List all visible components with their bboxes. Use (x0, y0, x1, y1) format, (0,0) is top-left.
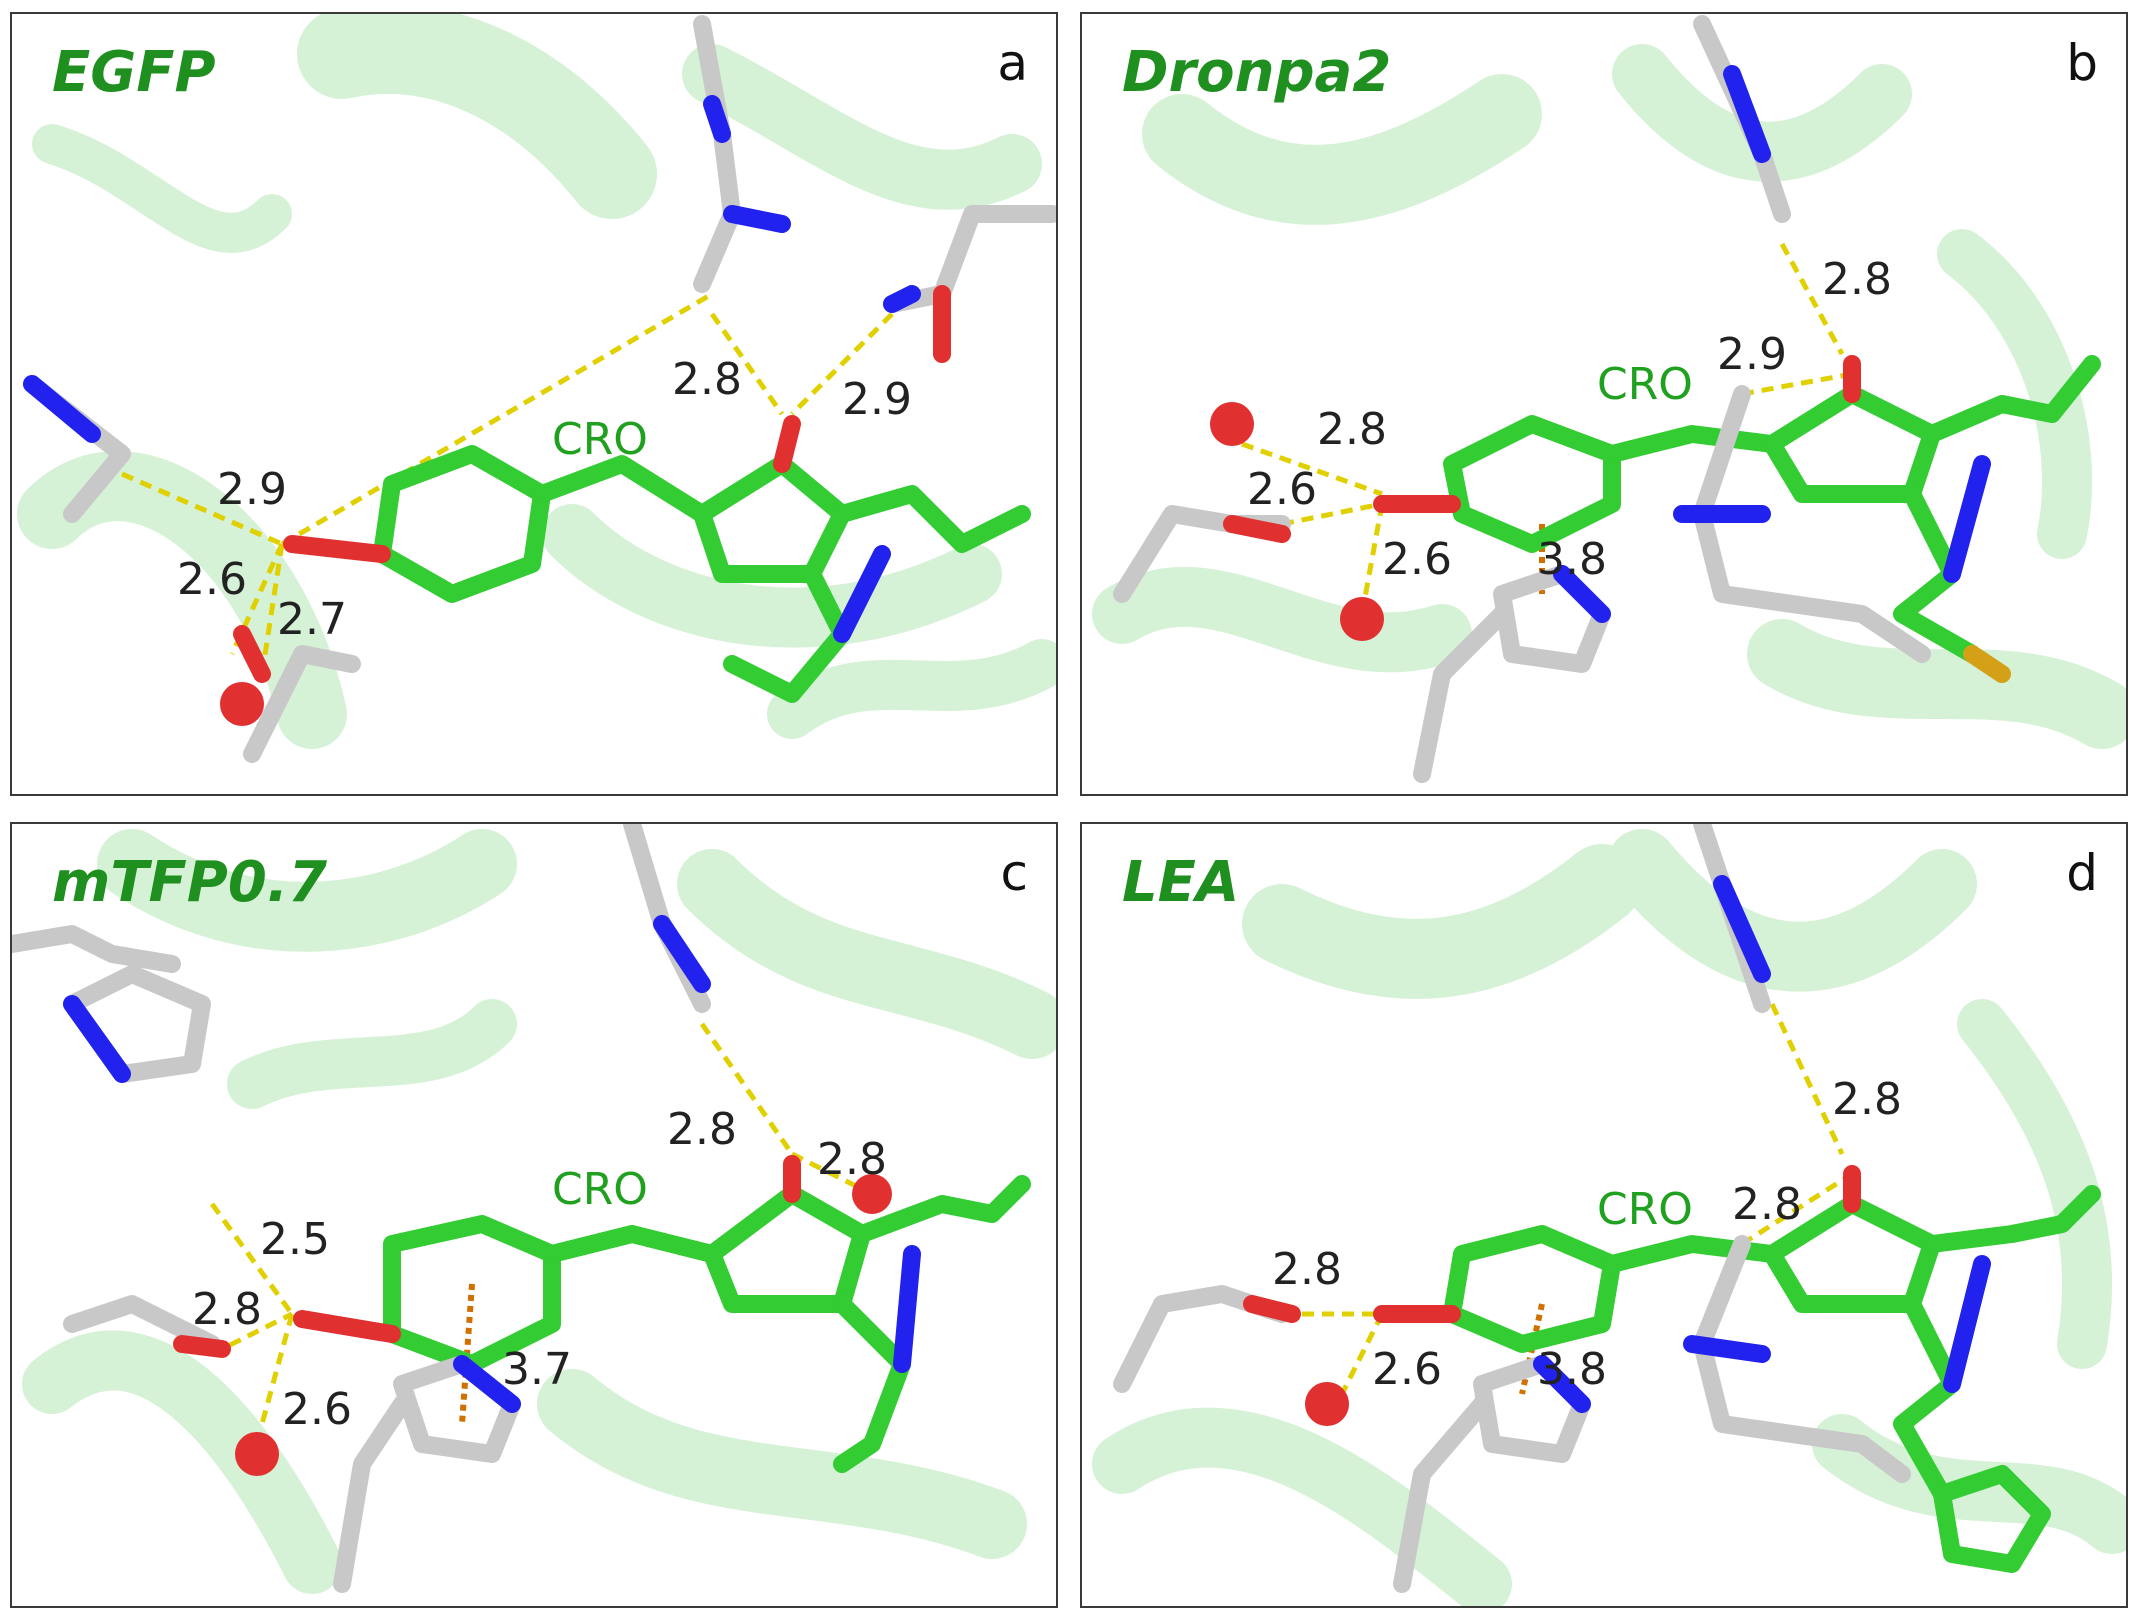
cro-label: CRO (1597, 359, 1693, 410)
panel-title: EGFP (52, 40, 216, 105)
distance-label: 2.7 (277, 594, 347, 645)
distance-label: 2.6 (1372, 1344, 1442, 1395)
panel-d: CRO 2.8 2.8 2.8 2.6 3.8 LEA d (1080, 822, 2128, 1608)
stacking-distance-label: 3.7 (502, 1344, 572, 1395)
residue-sticks (12, 824, 711, 1593)
distance-label: 2.8 (667, 1104, 737, 1155)
panel-c: CRO 2.8 2.8 2.5 2.8 2.6 3.7 mTFP0.7 c (10, 822, 1058, 1608)
distance-label: 2.8 (1822, 254, 1892, 305)
water-molecules (1210, 402, 1384, 641)
distance-label: 2.6 (1247, 464, 1317, 515)
water-molecules (1305, 1382, 1349, 1426)
panel-letter: c (1000, 844, 1029, 902)
stacking-distance-label: 3.8 (1537, 1344, 1607, 1395)
chromophore-cro (1373, 1165, 2101, 1573)
cro-label: CRO (1597, 1184, 1693, 1235)
distance-label: 2.6 (1382, 534, 1452, 585)
distance-label: 2.8 (817, 1134, 887, 1185)
distance-label: 2.9 (842, 374, 912, 425)
panel-d-structure: CRO 2.8 2.8 2.8 2.6 3.8 (1092, 824, 2126, 1606)
panel-letter: a (997, 34, 1028, 92)
hbond-lines (1282, 1002, 1854, 1396)
distance-label: 2.6 (177, 554, 247, 605)
residue-sticks (1113, 824, 1911, 1593)
chromophore-cro (283, 415, 1031, 703)
cro-label: CRO (552, 1164, 648, 1215)
protein-ribbon-background (1092, 829, 2126, 1606)
panel-b: CRO 2.8 2.9 2.8 2.6 2.6 3.8 Dronpa2 b (1080, 12, 2128, 796)
distance-label: 2.9 (217, 464, 287, 515)
residue-sticks (23, 15, 1056, 763)
distance-label: 2.8 (1832, 1074, 1902, 1125)
chromophore-cro (1373, 355, 2101, 683)
panel-c-structure: CRO 2.8 2.8 2.5 2.8 2.6 3.7 (12, 824, 1056, 1594)
panel-letter: d (2066, 844, 2098, 902)
distance-label: 2.5 (260, 1214, 330, 1265)
distance-label: 2.8 (1732, 1179, 1802, 1230)
panel-title: LEA (1122, 850, 1240, 915)
hbond-lines (1241, 242, 1853, 615)
distance-label: 2.9 (1717, 329, 1787, 380)
distance-label: 2.8 (1317, 404, 1387, 455)
chromophore-cro (293, 1155, 1031, 1473)
water-molecules (235, 1174, 892, 1476)
hbond-lines (209, 1022, 874, 1425)
distance-label: 2.8 (672, 354, 742, 405)
panel-b-structure: CRO 2.8 2.9 2.8 2.6 2.6 3.8 (1092, 15, 2126, 783)
panel-title: Dronpa2 (1122, 40, 1392, 105)
distance-label: 2.8 (192, 1284, 262, 1335)
protein-ribbon-background (22, 829, 1056, 1594)
protein-ribbon-background (1092, 44, 2126, 749)
water-molecules (220, 682, 264, 726)
distance-label: 2.6 (282, 1384, 352, 1435)
cro-label: CRO (552, 414, 648, 465)
panel-a: CRO 2.8 2.9 2.9 2.6 2.7 EGFP a (10, 12, 1058, 796)
stacking-distance-label: 3.8 (1537, 534, 1607, 585)
panel-letter: b (2066, 34, 2098, 92)
panel-title: mTFP0.7 (52, 850, 328, 915)
distance-label: 2.8 (1272, 1244, 1342, 1295)
panel-a-structure: CRO 2.8 2.9 2.9 2.6 2.7 (17, 14, 1056, 763)
residue-sticks (1113, 15, 1931, 783)
